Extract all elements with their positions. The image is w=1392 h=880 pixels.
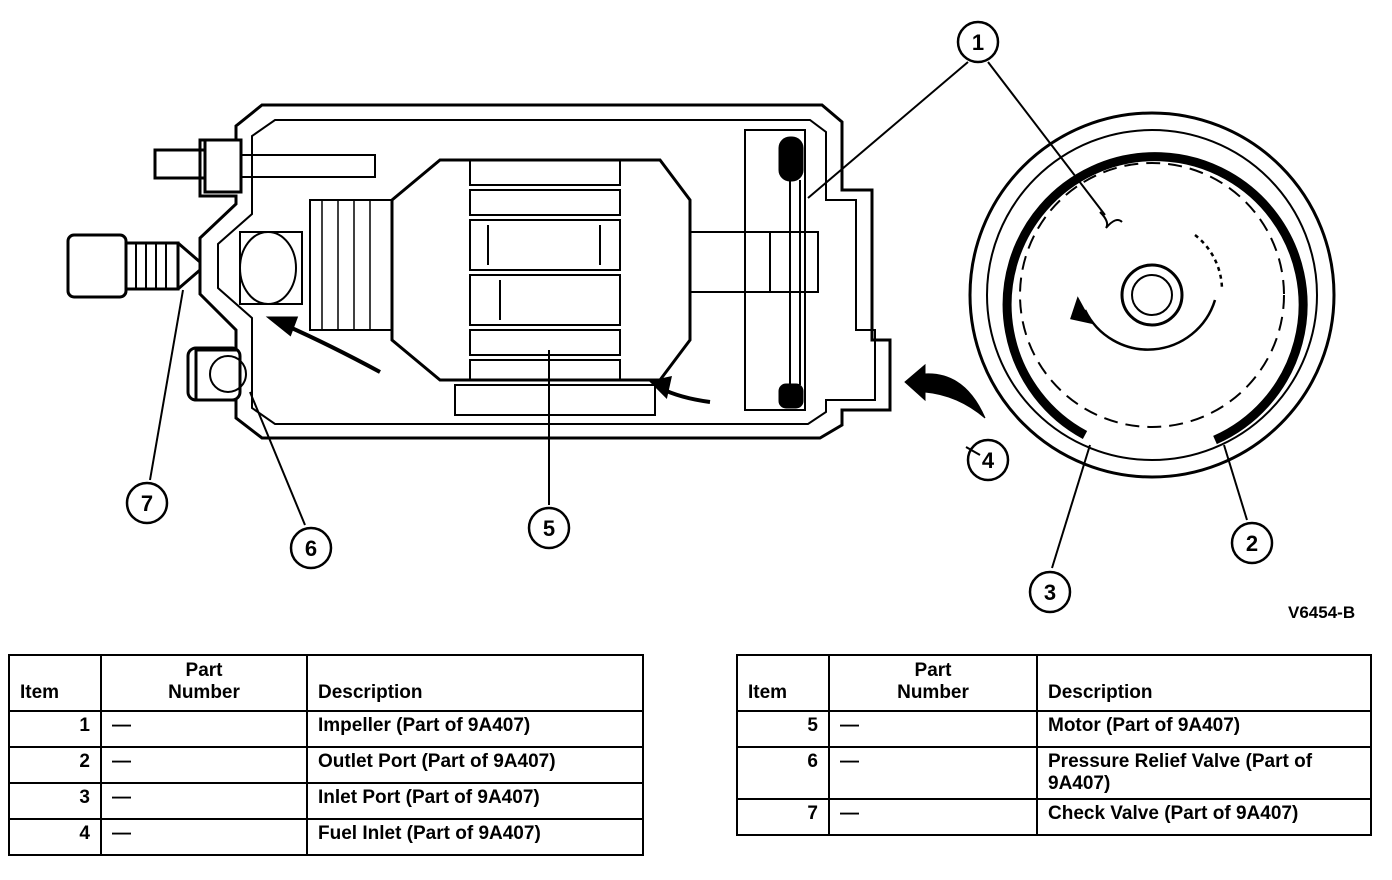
item-cell: 4 xyxy=(8,818,102,856)
svg-text:2: 2 xyxy=(1246,531,1258,556)
description-cell: Check Valve (Part of 9A407) xyxy=(1036,798,1372,836)
table-row: 1 — Impeller (Part of 9A407) xyxy=(8,710,644,748)
svg-text:1: 1 xyxy=(972,30,984,55)
description-cell: Pressure Relief Valve (Part of 9A407) xyxy=(1036,746,1372,800)
header-part-number: Part Number xyxy=(100,654,308,712)
fuel-inlet-arrow xyxy=(904,363,986,419)
svg-text:3: 3 xyxy=(1044,580,1056,605)
table-row: 7 — Check Valve (Part of 9A407) xyxy=(736,798,1372,836)
part-number-cell: — xyxy=(100,782,308,820)
part-number-cell: — xyxy=(100,746,308,784)
leader-lines xyxy=(149,61,1248,569)
header-description: Description xyxy=(1036,654,1372,712)
item-cell: 3 xyxy=(8,782,102,820)
item-cell: 1 xyxy=(8,710,102,748)
svg-text:7: 7 xyxy=(141,491,153,516)
part-number-cell: — xyxy=(100,818,308,856)
header-item: Item xyxy=(8,654,102,712)
callout-4: 4 xyxy=(966,438,1010,482)
svg-text:4: 4 xyxy=(982,448,995,473)
header-description: Description xyxy=(306,654,644,712)
item-cell: 5 xyxy=(736,710,830,748)
callout-5: 5 xyxy=(527,506,571,550)
table-row: 4 — Fuel Inlet (Part of 9A407) xyxy=(8,818,644,856)
part-number-cell: — xyxy=(828,798,1038,836)
callout-1: 1 xyxy=(956,20,1000,64)
description-cell: Inlet Port (Part of 9A407) xyxy=(306,782,644,820)
item-cell: 6 xyxy=(736,746,830,800)
table-row: 2 — Outlet Port (Part of 9A407) xyxy=(8,746,644,784)
description-cell: Motor (Part of 9A407) xyxy=(1036,710,1372,748)
part-number-cell: — xyxy=(828,710,1038,748)
description-cell: Impeller (Part of 9A407) xyxy=(306,710,644,748)
figure-id: V6454-B xyxy=(1288,603,1356,622)
legend-table-left: Item Part Number Description 1 — Impelle… xyxy=(8,654,644,856)
item-cell: 7 xyxy=(736,798,830,836)
impeller-end-view xyxy=(968,111,1336,479)
header-item: Item xyxy=(736,654,830,712)
callout-6: 6 xyxy=(289,526,333,570)
description-cell: Fuel Inlet (Part of 9A407) xyxy=(306,818,644,856)
table-row: 5 — Motor (Part of 9A407) xyxy=(736,710,1372,748)
table-header-row: Item Part Number Description xyxy=(8,654,644,712)
item-cell: 2 xyxy=(8,746,102,784)
pump-body xyxy=(66,103,892,440)
header-part-number: Part Number xyxy=(828,654,1038,712)
table-row: 6 — Pressure Relief Valve (Part of 9A407… xyxy=(736,746,1372,800)
description-cell: Outlet Port (Part of 9A407) xyxy=(306,746,644,784)
part-number-cell: — xyxy=(828,746,1038,800)
callout-7: 7 xyxy=(125,481,169,525)
table-row: 3 — Inlet Port (Part of 9A407) xyxy=(8,782,644,820)
svg-text:5: 5 xyxy=(543,516,555,541)
part-number-cell: — xyxy=(100,710,308,748)
fuel-pump-diagram: 1 2 3 4 5 6 7 xyxy=(66,20,1336,614)
legend-table-right: Item Part Number Description 5 — Motor (… xyxy=(736,654,1372,836)
table-header-row: Item Part Number Description xyxy=(736,654,1372,712)
svg-text:6: 6 xyxy=(305,536,317,561)
callout-3: 3 xyxy=(1028,570,1072,614)
callout-2: 2 xyxy=(1230,521,1274,565)
